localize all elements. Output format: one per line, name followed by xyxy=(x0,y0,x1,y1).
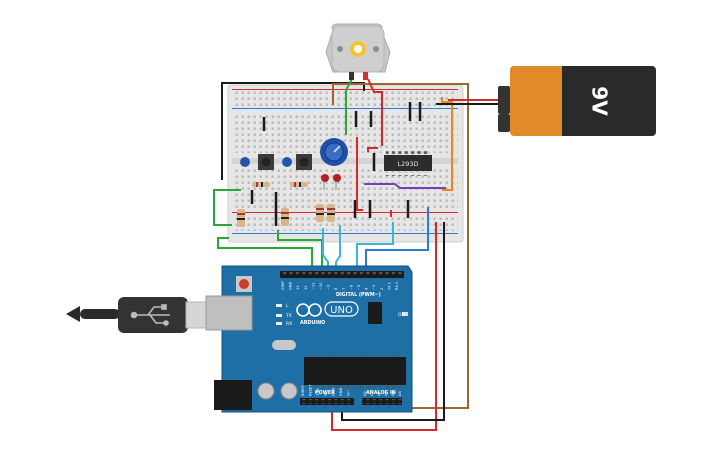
resistor-2[interactable] xyxy=(290,182,308,187)
resistor-1[interactable] xyxy=(252,182,270,187)
wire-green-motor xyxy=(345,78,353,135)
arduino-uno[interactable]: ON L TX RX ARDUINO UNO DIGITAL (PWM~) PO… xyxy=(205,265,413,413)
microcontroller-chip xyxy=(304,357,406,385)
uno-label: UNO xyxy=(330,305,353,316)
power-pin-label: GND xyxy=(339,388,343,396)
motor-driver-chip[interactable]: L293D xyxy=(384,150,432,176)
digital-pin-label: 2 xyxy=(380,288,384,290)
power-pin-label: 5V xyxy=(324,391,328,396)
bottom-power-rail xyxy=(232,215,458,231)
on-led-label: ON xyxy=(398,312,405,318)
wire-orange xyxy=(441,97,453,191)
brand-label: ARDUINO xyxy=(300,320,325,326)
digital-pin-label: ~11 xyxy=(311,282,315,290)
arduino-logo: ARDUINO xyxy=(296,303,325,326)
board-jumpers xyxy=(250,102,422,226)
usb-port xyxy=(205,295,253,331)
svg-text:TX: TX xyxy=(285,313,292,319)
digital-pin-label: ~9 xyxy=(327,284,331,290)
digital-header-label: DIGITAL (PWM~) xyxy=(336,292,381,298)
digital-pin-label: AREF xyxy=(281,281,285,290)
wire-blue xyxy=(365,207,429,276)
resistor-6[interactable] xyxy=(327,204,335,222)
digital-pin-label: 7 xyxy=(342,288,346,290)
capacitor-left[interactable] xyxy=(240,157,250,167)
led-red-1[interactable] xyxy=(321,174,329,190)
wire-green-left xyxy=(213,189,241,226)
resistor-5[interactable] xyxy=(316,204,324,222)
battery-label: 9V xyxy=(588,86,612,116)
usb-plug-icon xyxy=(130,304,170,326)
power-header-label: POWER xyxy=(315,390,335,396)
wire-green-bottom xyxy=(217,237,313,278)
power-pin-label: GND xyxy=(331,388,335,396)
wire-red-center-2 xyxy=(367,147,378,152)
digital-pin-label: 13 xyxy=(296,285,300,290)
digital-pin-label: TX 1 xyxy=(387,282,391,291)
resistor-4[interactable] xyxy=(281,208,289,226)
analog-pin-label: A2 xyxy=(377,391,381,396)
analog-pin-label: A3 xyxy=(384,391,388,396)
analog-pin-label: A1 xyxy=(370,391,374,396)
battery-9v[interactable]: 9V xyxy=(498,66,656,136)
dc-motor[interactable] xyxy=(325,23,391,80)
chip-label: L293D xyxy=(397,160,418,168)
wire-black-left xyxy=(221,82,365,180)
dc-motor-icon xyxy=(350,41,366,57)
led-indicators: L TX RX xyxy=(276,303,292,327)
wire-red-5v xyxy=(331,210,437,431)
capacitor-right[interactable] xyxy=(282,157,292,167)
digital-pin-label: GND xyxy=(289,282,293,290)
pushbutton-right[interactable] xyxy=(296,154,312,170)
resistor-3[interactable] xyxy=(237,209,245,227)
power-pin-label: IOREF xyxy=(301,385,305,396)
power-pin-label: 3.3V xyxy=(316,387,320,396)
wire-red-motor xyxy=(367,78,383,146)
digital-pin-label: 8 xyxy=(334,287,338,290)
usb-cable[interactable] xyxy=(66,297,225,333)
pushbutton-left[interactable] xyxy=(258,154,274,170)
digital-pin-label: 12 xyxy=(304,285,308,290)
wire-cyan-3 xyxy=(356,222,394,276)
wire-purple xyxy=(364,183,446,189)
potentiometer[interactable] xyxy=(320,138,348,166)
led-red-2[interactable] xyxy=(333,174,341,190)
power-jack xyxy=(214,380,252,410)
digital-pin-label: ~10 xyxy=(319,282,323,290)
digital-pin-label: ~3 xyxy=(372,285,376,290)
power-pin-label: Vin xyxy=(347,390,351,396)
analog-pin-label: A0 xyxy=(363,391,367,396)
analog-pin-label: A4 xyxy=(391,391,395,396)
digital-pin-label: ~5 xyxy=(357,285,361,290)
digital-pin-label: 4 xyxy=(365,287,369,290)
svg-text:L: L xyxy=(286,303,289,309)
power-pin-label: RESET xyxy=(309,384,313,396)
uno-badge: UNO xyxy=(324,301,359,317)
digital-pin-label: RX 0 xyxy=(395,281,399,290)
analog-header-label: ANALOG IN xyxy=(366,390,396,396)
wire-red-center xyxy=(356,137,363,211)
wire-green-mid xyxy=(277,230,323,276)
analog-pin-label: A5 xyxy=(398,391,402,396)
svg-text:RX: RX xyxy=(286,321,292,327)
digital-pin-label: ~6 xyxy=(349,284,353,290)
